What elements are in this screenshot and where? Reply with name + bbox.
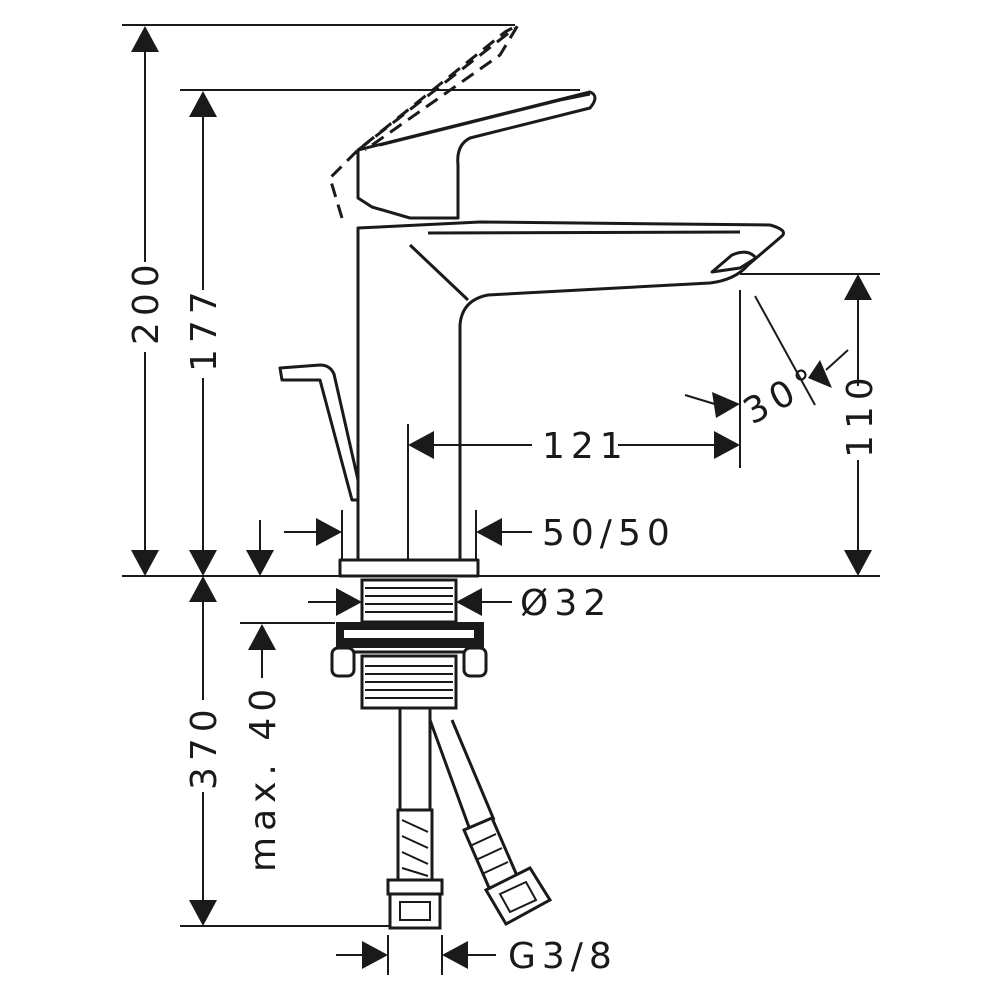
handle-raised-outline xyxy=(328,23,520,219)
lower-shank xyxy=(360,654,458,710)
dimension-label-max-40: max. 40 xyxy=(243,683,284,872)
dimension-g38: G3/8 xyxy=(336,936,618,977)
dimension-label-50-50: 50/50 xyxy=(542,513,676,554)
dimension-50-50: 50/50 xyxy=(246,513,676,576)
base-plate xyxy=(338,558,480,578)
dimension-177: 177 xyxy=(184,91,225,576)
aerator xyxy=(710,250,758,274)
dimension-max-40: max. 40 xyxy=(243,624,284,872)
supply-hoses xyxy=(386,708,553,930)
dimension-label-177: 177 xyxy=(184,285,225,372)
dimension-label-110: 110 xyxy=(840,371,881,458)
mounting-nut xyxy=(330,622,488,678)
popup-rod xyxy=(278,363,360,502)
faucet-body xyxy=(278,23,785,578)
dimension-label-diameter-32: Ø32 xyxy=(520,583,612,624)
dimension-label-angle-30: 30° xyxy=(737,358,828,433)
dimension-angle-30: 30° xyxy=(684,295,849,433)
dimension-110: 110 xyxy=(840,274,881,576)
dimension-label-121: 121 xyxy=(542,426,629,467)
dimension-121: 121 xyxy=(408,426,740,467)
dimension-label-g38: G3/8 xyxy=(508,936,618,977)
dimension-label-200: 200 xyxy=(126,258,167,345)
dimension-200: 200 xyxy=(126,26,167,576)
dimension-370: 370 xyxy=(184,576,225,926)
threaded-shank xyxy=(360,578,458,624)
lever-handle xyxy=(356,90,597,220)
spout-body xyxy=(356,220,785,562)
dimension-diameter-32: Ø32 xyxy=(308,583,612,624)
dimension-label-370: 370 xyxy=(184,703,225,790)
extension-lines xyxy=(122,24,880,975)
